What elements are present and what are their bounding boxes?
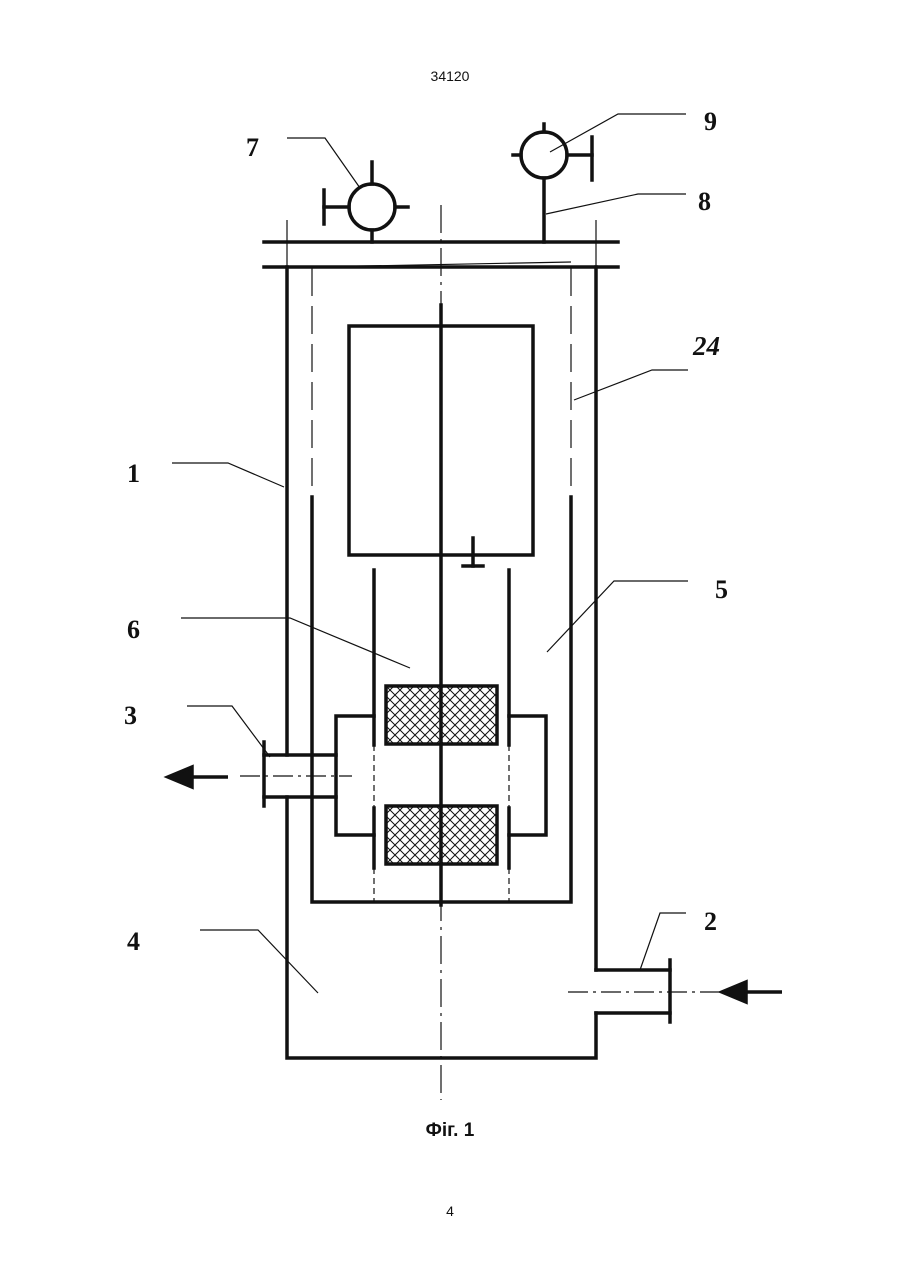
- leader-4: [200, 930, 318, 993]
- inlet-manifold: [509, 716, 546, 835]
- figure-caption: Фіг. 1: [0, 1120, 900, 1142]
- label-8: 8: [698, 187, 711, 216]
- label-1: 1: [127, 459, 140, 488]
- leader-3: [187, 706, 270, 757]
- page-number: 4: [0, 1203, 900, 1219]
- valve-9: [521, 132, 567, 178]
- leader-1: [172, 463, 284, 487]
- leader-5: [547, 581, 688, 652]
- leader-8: [546, 194, 686, 214]
- valve-7: [349, 184, 395, 230]
- label-2: 2: [704, 907, 717, 936]
- leader-9: [550, 114, 686, 152]
- label-5: 5: [715, 575, 728, 604]
- label-6: 6: [127, 615, 140, 644]
- label-24: 24: [692, 331, 720, 361]
- label-4: 4: [127, 927, 140, 956]
- leader-2: [640, 913, 686, 970]
- leader-24: [574, 370, 688, 400]
- label-9: 9: [704, 107, 717, 136]
- leader-7: [287, 138, 360, 188]
- label-3: 3: [124, 701, 137, 730]
- label-7: 7: [246, 133, 259, 162]
